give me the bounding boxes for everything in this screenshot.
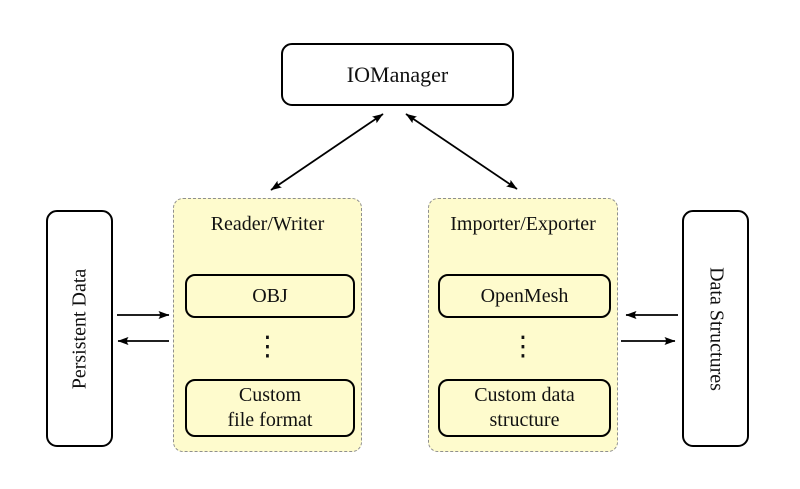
vertical-ellipsis: ⋮	[509, 331, 537, 362]
importer-exporter-group: Importer/Exporter OpenMesh ⋮ Custom data…	[428, 198, 618, 452]
openmesh-box: OpenMesh	[438, 274, 611, 318]
reader-writer-group: Reader/Writer OBJ ⋮ Custom file format	[173, 198, 362, 452]
data-structures-label: Data Structures	[705, 266, 727, 391]
custom-data-structure-box: Custom data structure	[438, 379, 611, 437]
persistent-data-label: Persistent Data	[68, 268, 90, 389]
obj-box: OBJ	[185, 274, 355, 318]
persistent-data-box: Persistent Data	[46, 210, 113, 447]
vertical-ellipsis: ⋮	[254, 331, 281, 362]
importer-exporter-title: Importer/Exporter	[450, 213, 596, 235]
arrow-iomanager-readerwriter	[270, 113, 384, 191]
iomanager-label: IOManager	[346, 61, 449, 87]
reader-writer-title: Reader/Writer	[210, 213, 325, 235]
data-structures-box: Data Structures	[682, 210, 749, 447]
arrow-iomanager-importerexporter	[405, 113, 518, 190]
iomanager-box: IOManager	[281, 43, 514, 106]
custom-file-format-box: Custom file format	[185, 379, 355, 437]
